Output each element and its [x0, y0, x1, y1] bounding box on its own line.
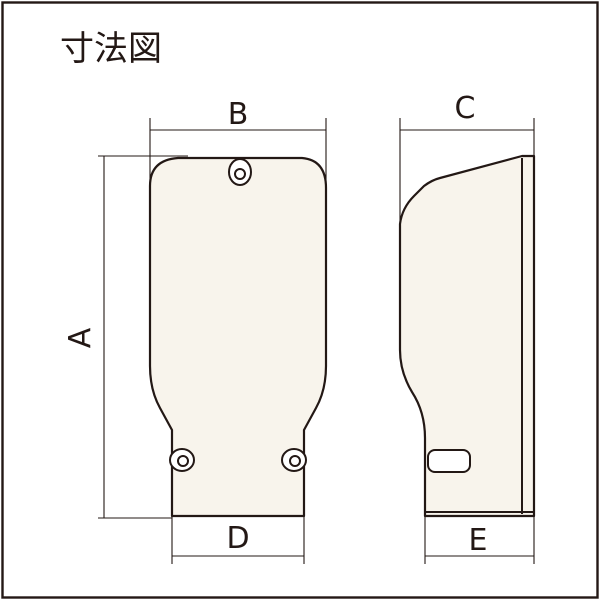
dim-c-label: C	[455, 91, 476, 126]
dimension-a: A	[63, 155, 188, 519]
top-mounting-hole	[228, 158, 252, 186]
dimension-d: D	[171, 516, 305, 564]
front-view	[148, 156, 328, 518]
side-view	[398, 154, 536, 518]
bottom-left-mounting-hole	[169, 448, 195, 472]
dimension-e: E	[424, 516, 535, 564]
front-view-outline	[148, 156, 328, 518]
dimension-b: B	[149, 97, 327, 188]
drawing-title: 寸法図	[60, 29, 162, 69]
bottom-right-mounting-hole	[281, 448, 307, 472]
side-view-slot	[427, 449, 471, 473]
dim-d-label: D	[226, 521, 249, 556]
dim-e-label: E	[469, 523, 488, 558]
dimension-c: C	[399, 91, 535, 228]
dim-b-label: B	[228, 97, 249, 132]
dim-a-label: A	[63, 327, 98, 348]
